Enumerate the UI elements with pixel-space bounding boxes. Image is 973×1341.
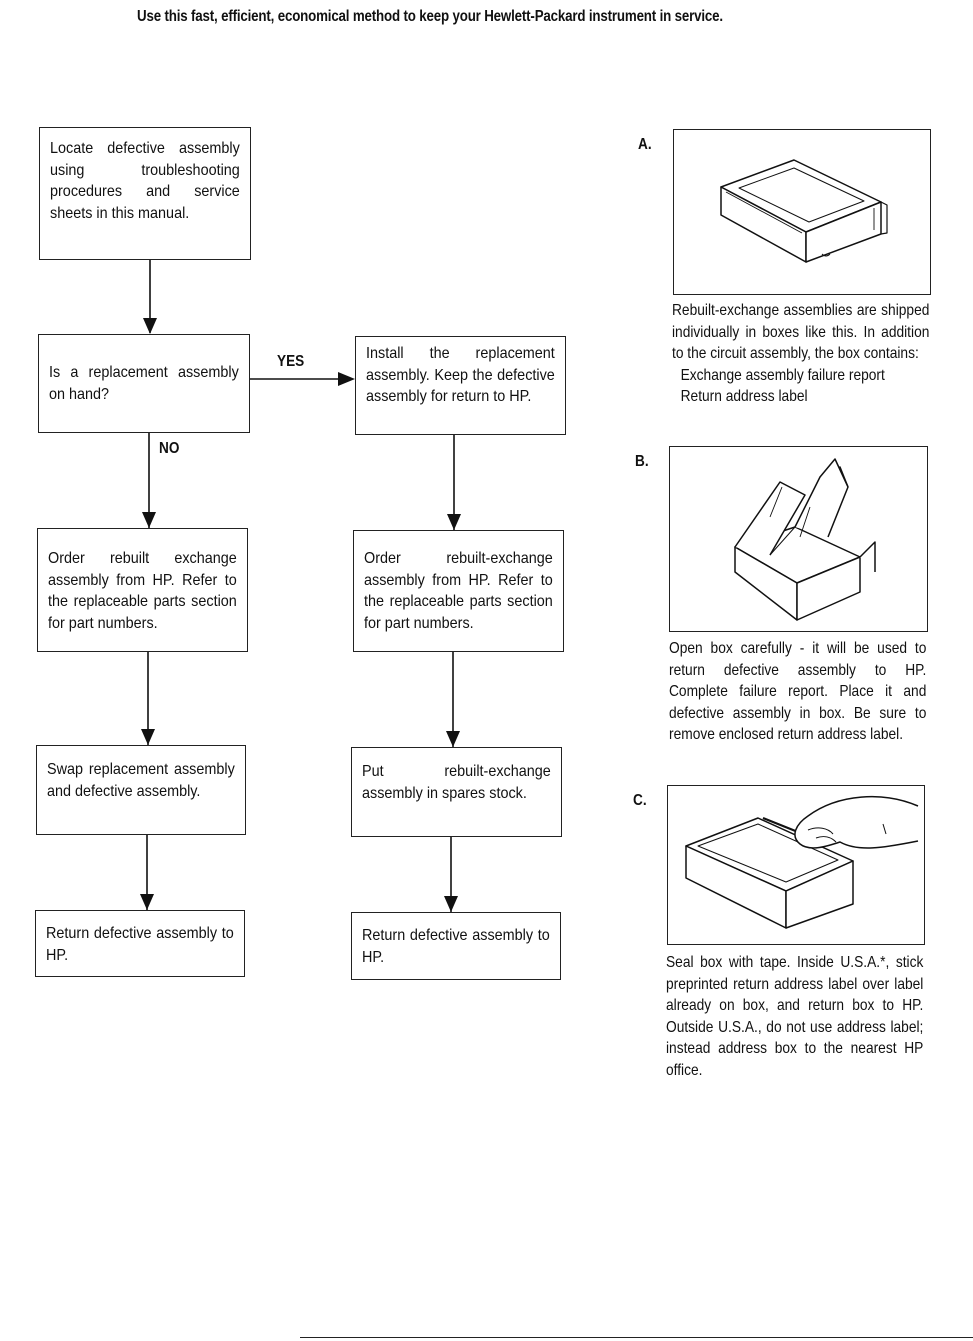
question-box: Is a replacement assembly on hand? <box>38 334 250 433</box>
swap-text: Swap replacement assembly and defective … <box>47 761 235 800</box>
step-a-item-1: Exchange assembly failure report <box>680 366 885 384</box>
order-left-text: Order rebuilt exchange assembly from HP.… <box>48 550 237 632</box>
yes-label: YES <box>277 353 305 370</box>
step-c-caption-text: Seal box with tape. Inside U.S.A.*, stic… <box>666 954 924 1079</box>
seal-box-illustration <box>685 796 919 929</box>
spares-box: Put rebuilt-exchange assembly in spares … <box>351 747 562 837</box>
step-b-illustration-frame <box>669 446 928 632</box>
spares-text: Put rebuilt-exchange assembly in spares … <box>362 763 551 802</box>
closed-box-illustration <box>720 159 888 263</box>
install-text: Install the replacement assembly. Keep t… <box>366 345 555 405</box>
page-header: Use this fast, efficient, economical met… <box>137 8 723 25</box>
locate-box: Locate defective assembly using troubles… <box>39 127 251 260</box>
return-left-box: Return defective assembly to HP. <box>35 910 245 977</box>
locate-text: Locate defective assembly using troubles… <box>50 140 240 222</box>
install-box: Install the replacement assembly. Keep t… <box>355 336 566 435</box>
step-b-caption-text: Open box carefully - it will be used to … <box>669 640 927 743</box>
no-label: NO <box>159 440 180 457</box>
open-box-illustration <box>734 458 876 621</box>
return-right-box: Return defective assembly to HP. <box>351 912 561 980</box>
order-right-text: Order rebuilt-exchange assembly from HP.… <box>364 550 553 632</box>
return-right-text: Return defective assembly to HP. <box>362 927 550 966</box>
step-b-letter: B. <box>635 453 649 470</box>
step-a-caption: Rebuilt-exchange assemblies are shipped … <box>672 300 930 408</box>
step-a-caption-text: Rebuilt-exchange assemblies are shipped … <box>672 302 930 362</box>
footer-rule <box>300 1337 973 1338</box>
step-c-illustration-frame <box>667 785 925 945</box>
order-left-box: Order rebuilt exchange assembly from HP.… <box>37 528 248 652</box>
order-right-box: Order rebuilt-exchange assembly from HP.… <box>353 530 564 652</box>
step-a-letter: A. <box>638 136 652 153</box>
step-a-item-2: Return address label <box>680 388 808 405</box>
step-c-letter: C. <box>633 792 647 809</box>
return-left-text: Return defective assembly to HP. <box>46 925 234 964</box>
question-text: Is a replacement assembly on hand? <box>49 364 239 403</box>
swap-box: Swap replacement assembly and defective … <box>36 745 246 835</box>
step-b-caption: Open box carefully - it will be used to … <box>669 638 927 746</box>
step-a-illustration-frame <box>673 129 931 295</box>
step-c-caption: Seal box with tape. Inside U.S.A.*, stic… <box>666 952 924 1081</box>
